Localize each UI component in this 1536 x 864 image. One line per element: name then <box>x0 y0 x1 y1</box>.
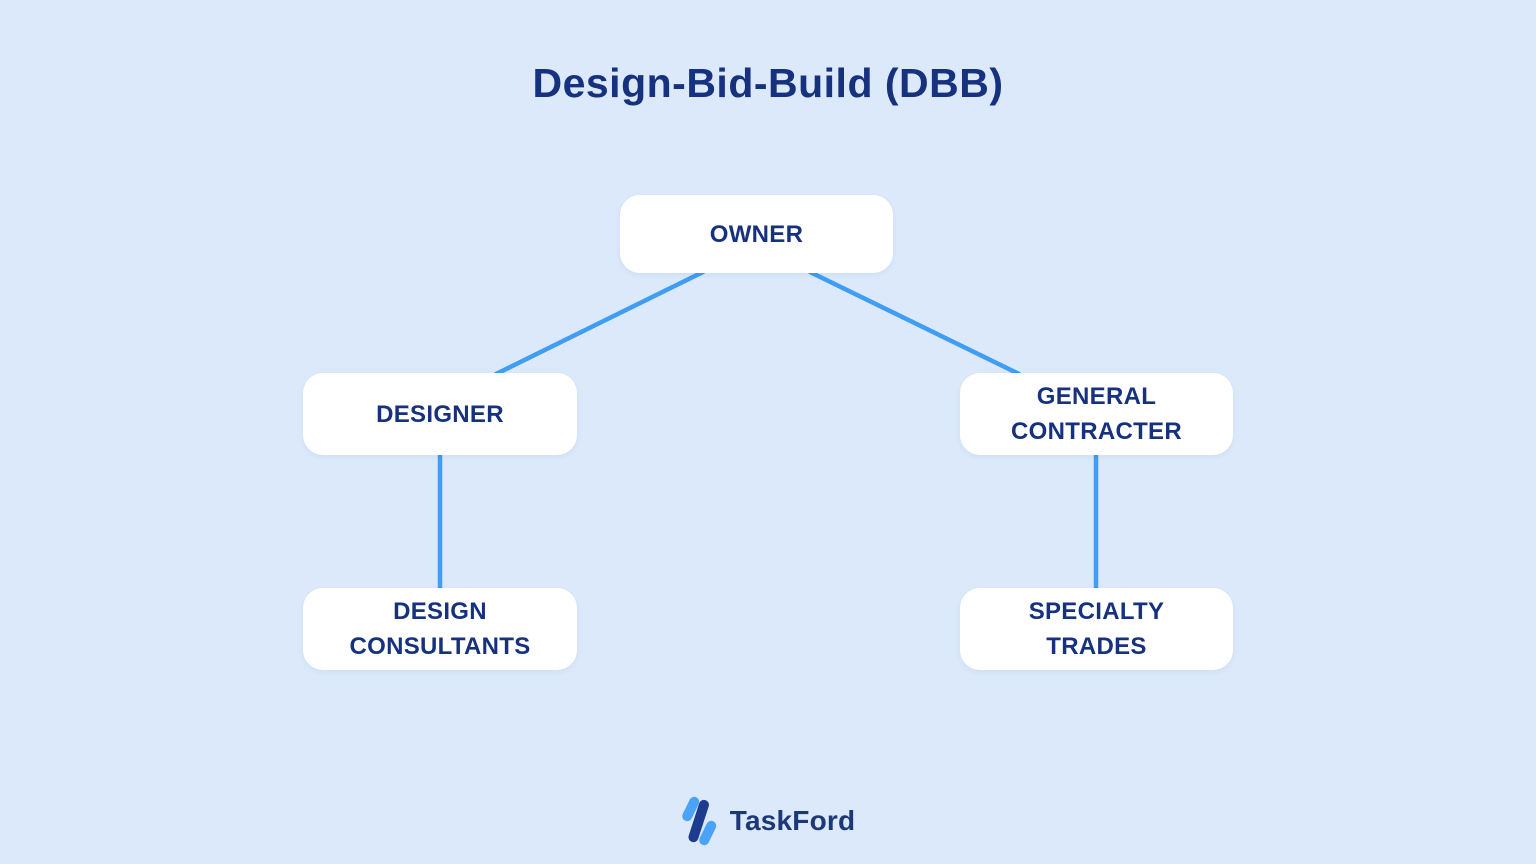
node-designer: DESIGNER <box>303 373 577 455</box>
taskford-logo: TaskFord <box>681 794 856 848</box>
node-specialty-trades: SPECIALTY TRADES <box>960 588 1233 670</box>
brand-name: TaskFord <box>729 805 856 836</box>
node-owner: OWNER <box>620 195 893 273</box>
edge-owner-designer <box>493 269 706 377</box>
page-title: Design-Bid-Build (DBB) <box>532 60 1004 106</box>
node-design-consultants: DESIGN CONSULTANTS <box>303 588 577 670</box>
edge-owner-general-contracter <box>807 269 1022 377</box>
node-general-contracter: GENERAL CONTRACTER <box>960 373 1233 455</box>
taskford-logo-icon <box>682 796 717 846</box>
